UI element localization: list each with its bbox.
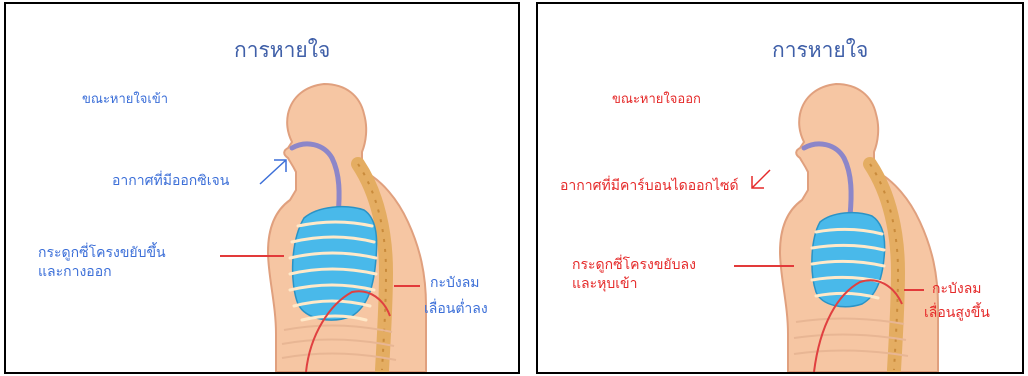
ribs-label-line2: และหุบเข้า: [572, 275, 637, 294]
ribs-label-line1: กระดูกซี่โครงขยับลง: [572, 256, 696, 275]
diaphragm-label-line1: กะบังลม: [430, 274, 480, 293]
ribs-label-line1: กระดูกซี่โครงขยับขึ้น: [38, 244, 166, 263]
diaphragm-label-line2: เลื่อนสูงขึ้น: [924, 304, 990, 323]
exhale-panel: การหายใจ ขณะหายใจออก อากาศที่มีคา: [536, 2, 1024, 374]
arrow-up-right-icon: [260, 160, 286, 184]
ribs-label-line2: และกางออก: [38, 263, 112, 282]
diaphragm-label-line2: เลื่อนต่ำลง: [424, 300, 488, 319]
air-label: อากาศที่มีออกซิเจน: [112, 172, 229, 191]
inhale-panel: การหายใจ ขณะหายใจเข้า: [4, 2, 520, 374]
air-label: อากาศที่มีคาร์บอนไดออกไซด์: [560, 177, 739, 196]
arrow-down-left-icon: [752, 170, 770, 188]
diaphragm-label-line1: กะบังลม: [932, 280, 982, 299]
